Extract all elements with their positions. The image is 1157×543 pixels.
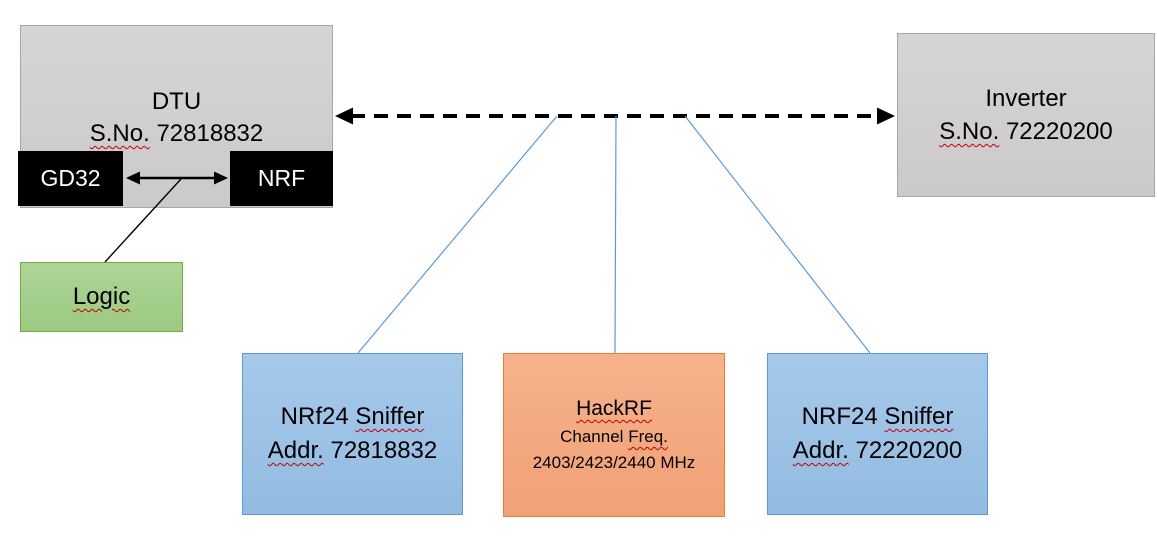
sniffer2-address: Addr. 72220200 xyxy=(793,434,963,468)
gd32-chip-box: GD32 xyxy=(18,151,123,206)
dtu-title: DTU xyxy=(151,88,202,115)
sniffer1-name: NRf24 Sniffer xyxy=(281,400,425,434)
hackrf-freq-word1: Channel xyxy=(560,427,624,446)
inverter-serial-number: 72220200 xyxy=(1005,118,1113,145)
logic-label: Logic xyxy=(72,283,131,310)
sniffer1-addr-value: 72818832 xyxy=(330,437,438,464)
sniffer1-box: NRf24 Sniffer Addr. 72818832 xyxy=(242,353,463,515)
tap-line-hackrf xyxy=(614,115,617,354)
sniffer2-addr-value: 72220200 xyxy=(855,437,963,464)
sniffer2-box: NRF24 Sniffer Addr. 72220200 xyxy=(767,353,988,515)
sniffer1-role: Sniffer xyxy=(355,403,425,430)
tap-line-sniffer1 xyxy=(357,115,558,354)
dtu-serial: S.No. 72818832 xyxy=(90,118,263,150)
rf-link-left-arrowhead-icon xyxy=(335,107,353,125)
inverter-serial-label: S.No. xyxy=(939,118,1000,145)
nrf-label: NRF xyxy=(257,165,306,191)
tap-line-sniffer2 xyxy=(684,115,871,354)
gd32-label: GD32 xyxy=(40,165,101,191)
hackrf-freq-value: 2403/2423/2440 MHz xyxy=(532,453,696,472)
dtu-serial-label: S.No. xyxy=(89,120,150,147)
hackrf-freq-word2: Freq. xyxy=(628,427,668,446)
inverter-box: Inverter S.No. 72220200 xyxy=(897,33,1155,197)
inverter-serial: S.No. 72220200 xyxy=(939,115,1112,148)
nrf-chip-box: NRF xyxy=(230,151,333,206)
sniffer2-addr-label: Addr. xyxy=(792,437,849,464)
hackrf-freq-label: Channel Freq. xyxy=(560,424,668,450)
hackrf-box: HackRF Channel Freq. 2403/2423/2440 MHz xyxy=(503,353,725,517)
dtu-serial-number: 72818832 xyxy=(156,120,264,147)
sniffer2-model: NRF24 xyxy=(801,403,878,430)
sniffer2-name: NRF24 Sniffer xyxy=(802,400,954,434)
sniffer2-role: Sniffer xyxy=(884,403,954,430)
logic-box: Logic xyxy=(20,262,183,332)
sniffer1-addr-label: Addr. xyxy=(267,437,324,464)
inverter-title: Inverter xyxy=(985,85,1067,112)
hackrf-title: HackRF xyxy=(576,397,652,420)
sniffer1-model: NRf24 xyxy=(280,403,349,430)
sniffer1-address: Addr. 72818832 xyxy=(268,434,438,468)
rf-link-right-arrowhead-icon xyxy=(877,107,895,125)
